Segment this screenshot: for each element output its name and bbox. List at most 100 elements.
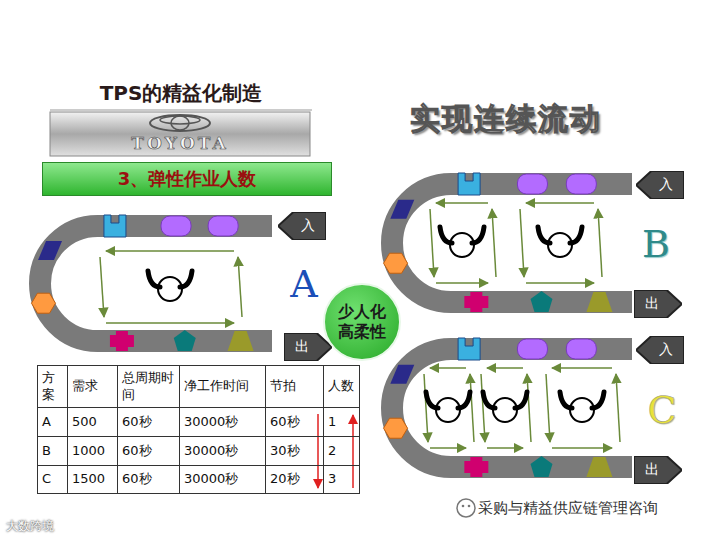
worker-icon xyxy=(440,227,452,243)
walk-arrow xyxy=(526,202,594,204)
output-arrow: 出 xyxy=(634,456,682,484)
node-text: 入 xyxy=(301,217,315,235)
worker-icon xyxy=(426,392,438,408)
table-cell: 60秒 xyxy=(118,437,180,466)
table-cell: 1000 xyxy=(68,437,118,466)
wechat-icon xyxy=(457,499,475,517)
arrow-shape xyxy=(636,336,684,364)
table-cell: 1500 xyxy=(68,466,118,493)
input-arrow: 入 xyxy=(278,212,326,240)
trend-arrow xyxy=(352,415,354,488)
logo-text-text: TOYOTA xyxy=(131,133,228,153)
node-text: 入 xyxy=(659,176,673,194)
arrow-shape xyxy=(634,290,682,318)
walk-arrow xyxy=(481,374,485,442)
table-header: 人数 xyxy=(324,366,359,408)
part-icon xyxy=(458,338,480,360)
table-cell: 60秒 xyxy=(118,466,180,493)
output-arrow: 出 xyxy=(284,333,332,361)
table-text: 500 xyxy=(72,414,97,430)
walk-arrow xyxy=(526,282,594,284)
walk-arrow xyxy=(436,282,488,284)
worker-icon xyxy=(148,271,160,287)
logo-text: TOYOTA xyxy=(50,132,310,154)
table-text: 总周期时间 xyxy=(122,370,175,403)
part-icon xyxy=(384,418,408,438)
part-icon xyxy=(104,215,126,237)
walk-arrow xyxy=(487,367,523,369)
table-text: 3 xyxy=(328,471,336,487)
table-text: 30000秒 xyxy=(184,471,238,487)
walk-arrow xyxy=(552,447,612,449)
table-cell: 60秒 xyxy=(266,408,324,437)
table-cell: 30秒 xyxy=(266,437,324,466)
slide-title: TPS的精益化制造 xyxy=(50,78,312,108)
conveyor-line xyxy=(40,226,272,341)
table-text: 方案 xyxy=(42,370,63,403)
table-cell: 20秒 xyxy=(266,466,324,493)
table-text: 1500 xyxy=(72,471,105,487)
part-icon xyxy=(390,365,414,384)
worker-icon xyxy=(436,398,460,422)
table-header: 方案 xyxy=(38,366,68,408)
table-text: 60秒 xyxy=(270,414,300,430)
watermark: 采购与精益供应链管理咨询 xyxy=(478,496,714,520)
option-letter-text: A xyxy=(290,262,317,306)
conveyor-line xyxy=(392,349,632,467)
part-icon xyxy=(458,173,480,195)
trend-arrow xyxy=(317,414,319,488)
part-icon xyxy=(110,331,134,351)
data-table: 方案需求总周期时间净工作时间节拍人数A50060秒30000秒60秒1B1000… xyxy=(37,365,360,494)
arrow-shape xyxy=(278,212,326,240)
node-text: 入 xyxy=(659,341,673,359)
slide-title-text: TPS的精益化制造 xyxy=(100,80,263,107)
walk-arrow xyxy=(100,257,104,317)
part-icon xyxy=(566,174,596,194)
table-cell: 30000秒 xyxy=(180,437,266,466)
table-cell: 2 xyxy=(324,437,359,466)
table-text: 需求 xyxy=(72,378,98,394)
center-circle: 少人化 高柔性 xyxy=(323,283,401,361)
part-icon xyxy=(531,291,553,312)
option-letter-text: C xyxy=(647,388,676,432)
part-icon xyxy=(390,200,414,219)
table-cell: 60秒 xyxy=(118,408,180,437)
logo-emblem xyxy=(160,116,200,124)
node-text: 出 xyxy=(645,295,659,313)
walk-arrow xyxy=(424,374,428,442)
worker-icon xyxy=(483,392,495,408)
logo-emblem xyxy=(150,115,210,131)
worker-icon xyxy=(592,392,604,408)
part-icon xyxy=(31,293,55,313)
table-cell: 3 xyxy=(324,466,359,493)
worker-icon xyxy=(548,233,572,257)
title-rule xyxy=(50,110,312,111)
section-band: 3、弹性作业人数 xyxy=(42,162,332,196)
option-letter: C xyxy=(640,388,684,432)
worker-icon xyxy=(472,227,484,243)
table-text: 人数 xyxy=(328,378,354,394)
table-text: 60秒 xyxy=(122,471,152,487)
part-icon xyxy=(208,216,238,236)
wechat-icon xyxy=(462,505,465,508)
table-text: 2 xyxy=(328,443,336,459)
part-icon xyxy=(228,331,254,351)
table-text: 净工作时间 xyxy=(184,378,249,394)
watermark-text: 采购与精益供应链管理咨询 xyxy=(478,499,658,518)
option-letter: B xyxy=(634,222,678,266)
watermark: 大数跨境 xyxy=(6,516,116,536)
arrow-shape xyxy=(284,333,332,361)
wechat-icon xyxy=(468,505,471,508)
walk-arrow xyxy=(430,209,434,277)
walk-arrow xyxy=(546,374,550,442)
node-text: 出 xyxy=(645,461,659,479)
node-text: 少人化 高柔性 xyxy=(336,302,387,342)
walk-arrow xyxy=(552,367,612,369)
walk-arrow xyxy=(430,447,466,449)
table-cell: 1 xyxy=(324,408,359,437)
conveyor-line xyxy=(392,184,632,302)
node-text: 出 xyxy=(295,338,309,356)
table-text: 60秒 xyxy=(122,443,152,459)
worker-icon xyxy=(158,277,182,301)
